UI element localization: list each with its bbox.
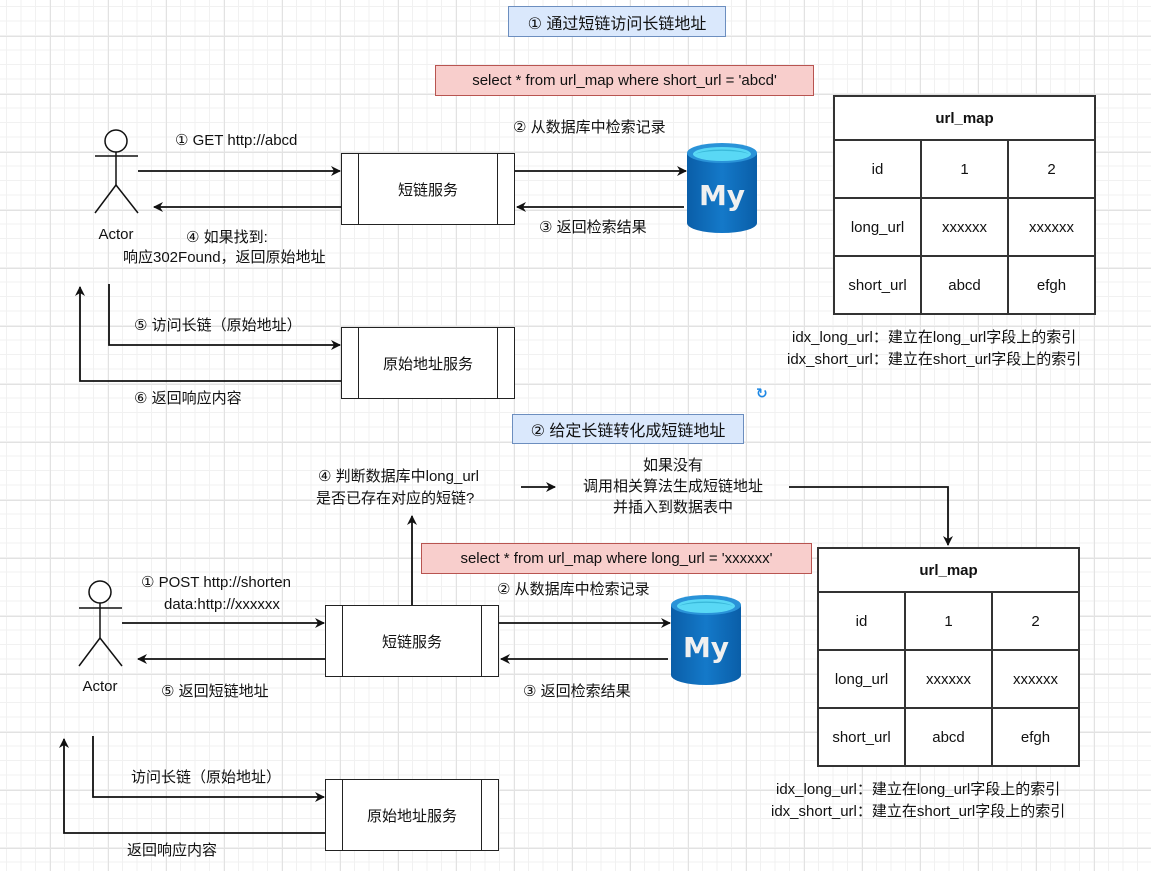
section2-step1-line2: data:http://xxxxxx	[164, 596, 280, 613]
section1-step4-line1: ④ 如果找到:	[186, 229, 268, 246]
section2-origin-service-label: 原始地址服务	[366, 807, 457, 825]
section2-short-link-service[interactable]: 短链服务	[325, 605, 499, 677]
svg-text:My: My	[683, 631, 729, 664]
section1-title: ① 通过短链访问长链地址	[508, 6, 726, 37]
table-row: long_url xxxxxx xxxxxx	[833, 197, 1096, 257]
section1-table-title: url_map	[833, 95, 1096, 141]
section2-step2-label: ② 从数据库中检索记录	[497, 581, 650, 598]
table-cell: efgh	[991, 707, 1080, 767]
table-row: long_url xxxxxx xxxxxx	[817, 649, 1080, 709]
section1-step5-label: ⑤ 访问长链（原始地址）	[134, 317, 302, 334]
section2-index-note-short: idx_short_url：建立在short_url字段上的索引	[771, 803, 1066, 820]
table-cell: long_url	[833, 197, 922, 257]
section1-actor-label: Actor	[98, 226, 134, 243]
section1-url-map-table: url_map id 1 2 long_url xxxxxx xxxxxx sh…	[833, 95, 1096, 315]
table-cell: abcd	[904, 707, 993, 767]
section2-title-text: ② 给定长链转化成短链地址	[530, 423, 726, 440]
section2-sql-query: select * from url_map where long_url = '…	[421, 543, 812, 574]
section1-index-note-short: idx_short_url：建立在short_url字段上的索引	[787, 351, 1082, 368]
table-cell: xxxxxx	[904, 649, 993, 709]
section2-visit-long-label: 访问长链（原始地址）	[131, 769, 282, 786]
arrow-return-content-2	[59, 738, 325, 834]
section2-actor-label: Actor	[82, 678, 118, 695]
actor-figure-2	[78, 580, 123, 667]
table-cell: xxxxxx	[1007, 197, 1096, 257]
table-cell: xxxxxx	[991, 649, 1080, 709]
table-row: short_url abcd efgh	[817, 707, 1080, 767]
section1-step6-label: ⑥ 返回响应内容	[134, 390, 242, 407]
table-cell: 1	[904, 591, 993, 651]
section2-return-content-label: 返回响应内容	[127, 842, 218, 859]
section2-ifnot-line1: 如果没有	[642, 457, 703, 474]
section1-step1-label: ① GET http://abcd	[175, 132, 298, 149]
section1-step4-line2: 响应302Found，返回原始地址	[123, 249, 326, 266]
section1-short-link-service[interactable]: 短链服务	[341, 153, 515, 225]
table-cell: short_url	[817, 707, 906, 767]
refresh-icon[interactable]: ↻	[756, 385, 768, 401]
section2-ifnot-line3: 并插入到数据表中	[612, 499, 733, 516]
section1-origin-address-service[interactable]: 原始地址服务	[341, 327, 515, 399]
arrow-visit-long-2	[92, 736, 325, 802]
table-cell: xxxxxx	[920, 197, 1009, 257]
table-row: id 1 2	[833, 139, 1096, 199]
table-cell: 1	[920, 139, 1009, 199]
arrow-return-content-1	[75, 286, 341, 382]
section1-step3-label: ③ 返回检索结果	[539, 219, 647, 236]
svg-text:My: My	[699, 179, 745, 212]
arrow-visit-long-1	[108, 284, 341, 350]
actor-figure-1	[94, 129, 139, 214]
section1-title-text: ① 通过短链访问长链地址	[527, 15, 707, 33]
section2-step3-label: ③ 返回检索结果	[523, 683, 631, 700]
mysql-db-icon-2: My	[671, 595, 741, 685]
section1-step2-label: ② 从数据库中检索记录	[513, 119, 666, 136]
table-row: short_url abcd efgh	[833, 255, 1096, 315]
table-cell: efgh	[1007, 255, 1096, 315]
section2-table-title: url_map	[817, 547, 1080, 593]
table-row: id 1 2	[817, 591, 1080, 651]
section2-step4-line1: ④ 判断数据库中long_url	[318, 468, 479, 485]
section2-step1-line1: ① POST http://shorten	[141, 574, 291, 591]
section2-title: ② 给定长链转化成短链地址	[512, 414, 744, 444]
section2-step4-line2: 是否已存在对应的短链?	[316, 490, 475, 507]
table-cell: 2	[1007, 139, 1096, 199]
section2-sql-text: select * from url_map where long_url = '…	[460, 550, 773, 567]
section1-index-note-long: idx_long_url：建立在long_url字段上的索引	[792, 329, 1077, 346]
table-cell: long_url	[817, 649, 906, 709]
mysql-db-icon-1: My	[687, 143, 757, 233]
section2-ifnot-line2: 调用相关算法生成短链地址	[582, 478, 763, 495]
section1-sql-text: select * from url_map where short_url = …	[472, 72, 777, 89]
section2-url-map-table: url_map id 1 2 long_url xxxxxx xxxxxx sh…	[817, 547, 1080, 767]
table-cell: id	[817, 591, 906, 651]
table-cell: short_url	[833, 255, 922, 315]
section1-short-link-service-label: 短链服务	[397, 181, 458, 199]
table-cell: abcd	[920, 255, 1009, 315]
section1-sql-query: select * from url_map where short_url = …	[435, 65, 814, 96]
section2-origin-address-service[interactable]: 原始地址服务	[325, 779, 499, 851]
section2-short-link-service-label: 短链服务	[381, 633, 442, 651]
arrow-insert-table	[789, 486, 953, 546]
section2-index-note-long: idx_long_url：建立在long_url字段上的索引	[776, 781, 1061, 798]
section2-step5-label: ⑤ 返回短链地址	[161, 683, 269, 700]
table-cell: id	[833, 139, 922, 199]
section1-origin-service-label: 原始地址服务	[382, 355, 473, 373]
table-cell: 2	[991, 591, 1080, 651]
